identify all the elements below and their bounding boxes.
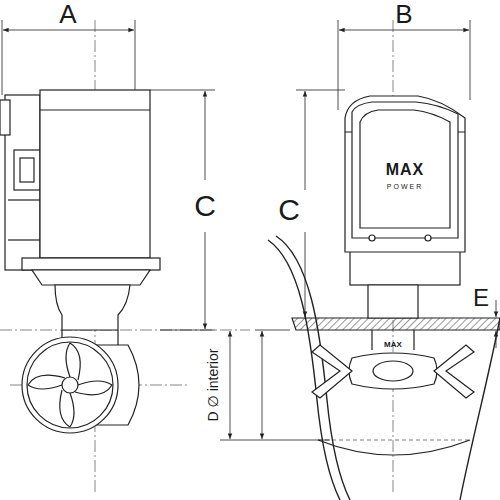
brand-logo: POWER [387,183,423,190]
dimension-letter: B [395,1,412,27]
dimension-letter: C [278,195,300,225]
dimension-letter: C [194,191,216,221]
dimension-letter: E [473,286,489,310]
brand-logo: MAX [384,341,402,349]
dimension-label: D ∅ interior [205,347,221,424]
dimension-letter: A [59,1,76,27]
brand-logo: MAX [386,162,425,178]
